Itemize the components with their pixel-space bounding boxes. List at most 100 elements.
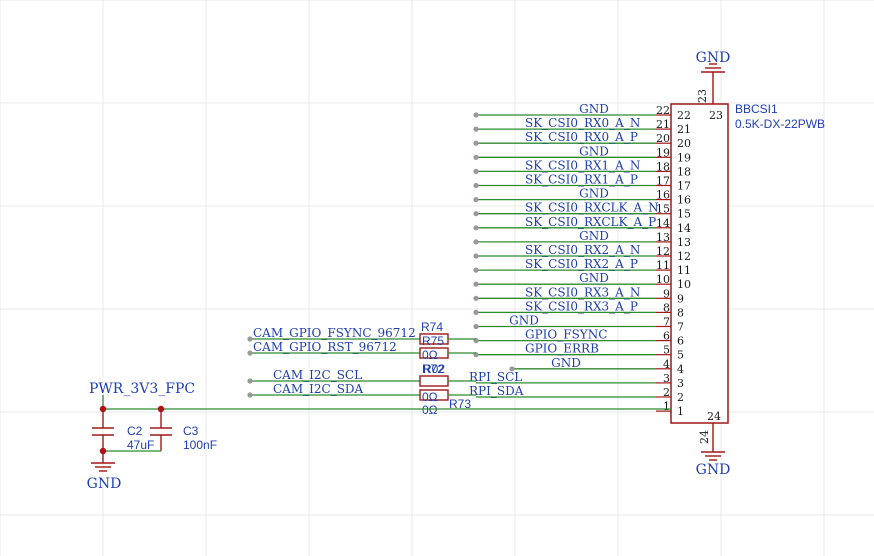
pin-net-label: GND — [509, 314, 539, 328]
c3-ref: C3 — [183, 424, 199, 438]
connector-designator: BBCSI1 — [735, 102, 778, 116]
pin-number-inner: 13 — [677, 236, 691, 249]
shield-pin-24-inner: 24 — [707, 410, 721, 423]
pin-number-inner: 10 — [677, 278, 691, 291]
pin-net-label: SK_CSI0_RXCLK_A_P — [525, 215, 656, 229]
r75-value: 0Ω — [422, 348, 438, 362]
net-end — [473, 253, 479, 259]
pin-number-inner: 18 — [677, 165, 691, 178]
r73-ref: R73 — [449, 397, 471, 411]
net-end — [473, 154, 479, 160]
c2-value: 47uF — [127, 438, 154, 452]
net-label-cam-i2c-sda: CAM_I2C_SDA — [273, 382, 364, 396]
pin-number-inner: 14 — [677, 222, 691, 235]
pin-number-outer: 3 — [663, 372, 670, 385]
pin-number-outer: 5 — [663, 344, 670, 357]
net-end — [473, 126, 479, 132]
pin-net-label: GPIO_FSYNC — [525, 328, 607, 342]
net-end-scl — [247, 378, 253, 384]
net-end — [473, 182, 479, 189]
pin-net-label: GND — [551, 356, 581, 370]
pin-number-inner: 9 — [677, 292, 684, 305]
pin-number-inner: 8 — [677, 306, 684, 319]
pin-net-label: SK_CSI0_RX0_A_P — [525, 130, 638, 144]
pin-number-inner: 1 — [677, 405, 684, 418]
net-end-rst — [247, 350, 253, 356]
shield-pin-23-inner: 23 — [709, 109, 723, 122]
pin-number-outer: 6 — [663, 330, 670, 343]
net-label-cam-gpio-fsync: CAM_GPIO_FSYNC_96712 — [253, 326, 416, 340]
pin-number-outer: 12 — [656, 245, 670, 258]
pin-number-inner: 19 — [677, 151, 691, 164]
connector-body[interactable] — [670, 103, 729, 424]
pin-net-label: SK_CSI0_RX3_A_N — [525, 285, 640, 299]
pin-net-label: SK_CSI0_RX2_A_P — [525, 257, 638, 271]
pin-number-inner: 6 — [677, 335, 684, 348]
pin-net-label: SK_CSI0_RXCLK_A_N — [525, 201, 659, 215]
connector-part: 0.5K-DX-22PWB — [735, 117, 825, 131]
pin-number-inner: 17 — [677, 180, 691, 193]
pin-net-label: GPIO_ERRB — [525, 342, 599, 356]
bottom-gnd-label: GND — [696, 462, 731, 478]
top-gnd-label: GND — [696, 50, 731, 66]
resistor-r72[interactable] — [419, 375, 449, 387]
connector-pin-19[interactable]: GND 19 19 — [473, 144, 691, 164]
pin-number-inner: 4 — [677, 363, 684, 376]
pin-net-label: GND — [579, 144, 609, 158]
pin-net-label: SK_CSI0_RX2_A_N — [525, 243, 640, 257]
net-end-sda — [247, 392, 253, 398]
pin-number-outer: 10 — [656, 273, 670, 286]
pin-net-label: GND — [579, 271, 609, 285]
pin-number-outer: 2 — [663, 386, 670, 399]
net-end-fsync — [247, 336, 253, 342]
pin-number-inner: 15 — [677, 208, 691, 221]
shield-pin-23-outer: 23 — [696, 89, 709, 103]
pin-number-outer: 20 — [656, 132, 670, 145]
pin-number-inner: 3 — [677, 377, 684, 390]
pin-number-outer: 4 — [663, 358, 670, 371]
pin-number-outer: 19 — [656, 146, 670, 159]
connector-pin-20[interactable]: SK_CSI0_RX0_A_P 20 20 — [473, 130, 691, 150]
power-rail-label: PWR_3V3_FPC — [89, 381, 195, 397]
pin-number-inner: 20 — [677, 137, 691, 150]
r72-ref: R72 — [422, 362, 444, 376]
r73-value: 0Ω — [422, 403, 438, 417]
pin-net-label: SK_CSI0_RX3_A_P — [525, 299, 638, 313]
connector-pin-10[interactable]: GND 10 10 — [473, 271, 691, 291]
net-end — [473, 323, 479, 330]
net-end — [473, 281, 479, 287]
net-label-cam-gpio-rst: CAM_GPIO_RST_96712 — [253, 340, 397, 354]
pin-number-outer: 15 — [656, 203, 670, 216]
r75-ref: R75 — [422, 334, 444, 348]
pin-number-inner: 2 — [677, 391, 684, 404]
pin-number-outer: 22 — [656, 104, 670, 117]
c2-ref: C2 — [127, 424, 143, 438]
net-end — [473, 239, 479, 245]
pin-net-label: SK_CSI0_RX1_A_N — [525, 158, 640, 172]
pin-net-label: RPI_SDA — [469, 384, 524, 398]
pin-number-outer: 13 — [656, 231, 670, 244]
shield-pin-24-outer: 24 — [698, 430, 711, 444]
pin-number-outer: 14 — [656, 217, 670, 230]
